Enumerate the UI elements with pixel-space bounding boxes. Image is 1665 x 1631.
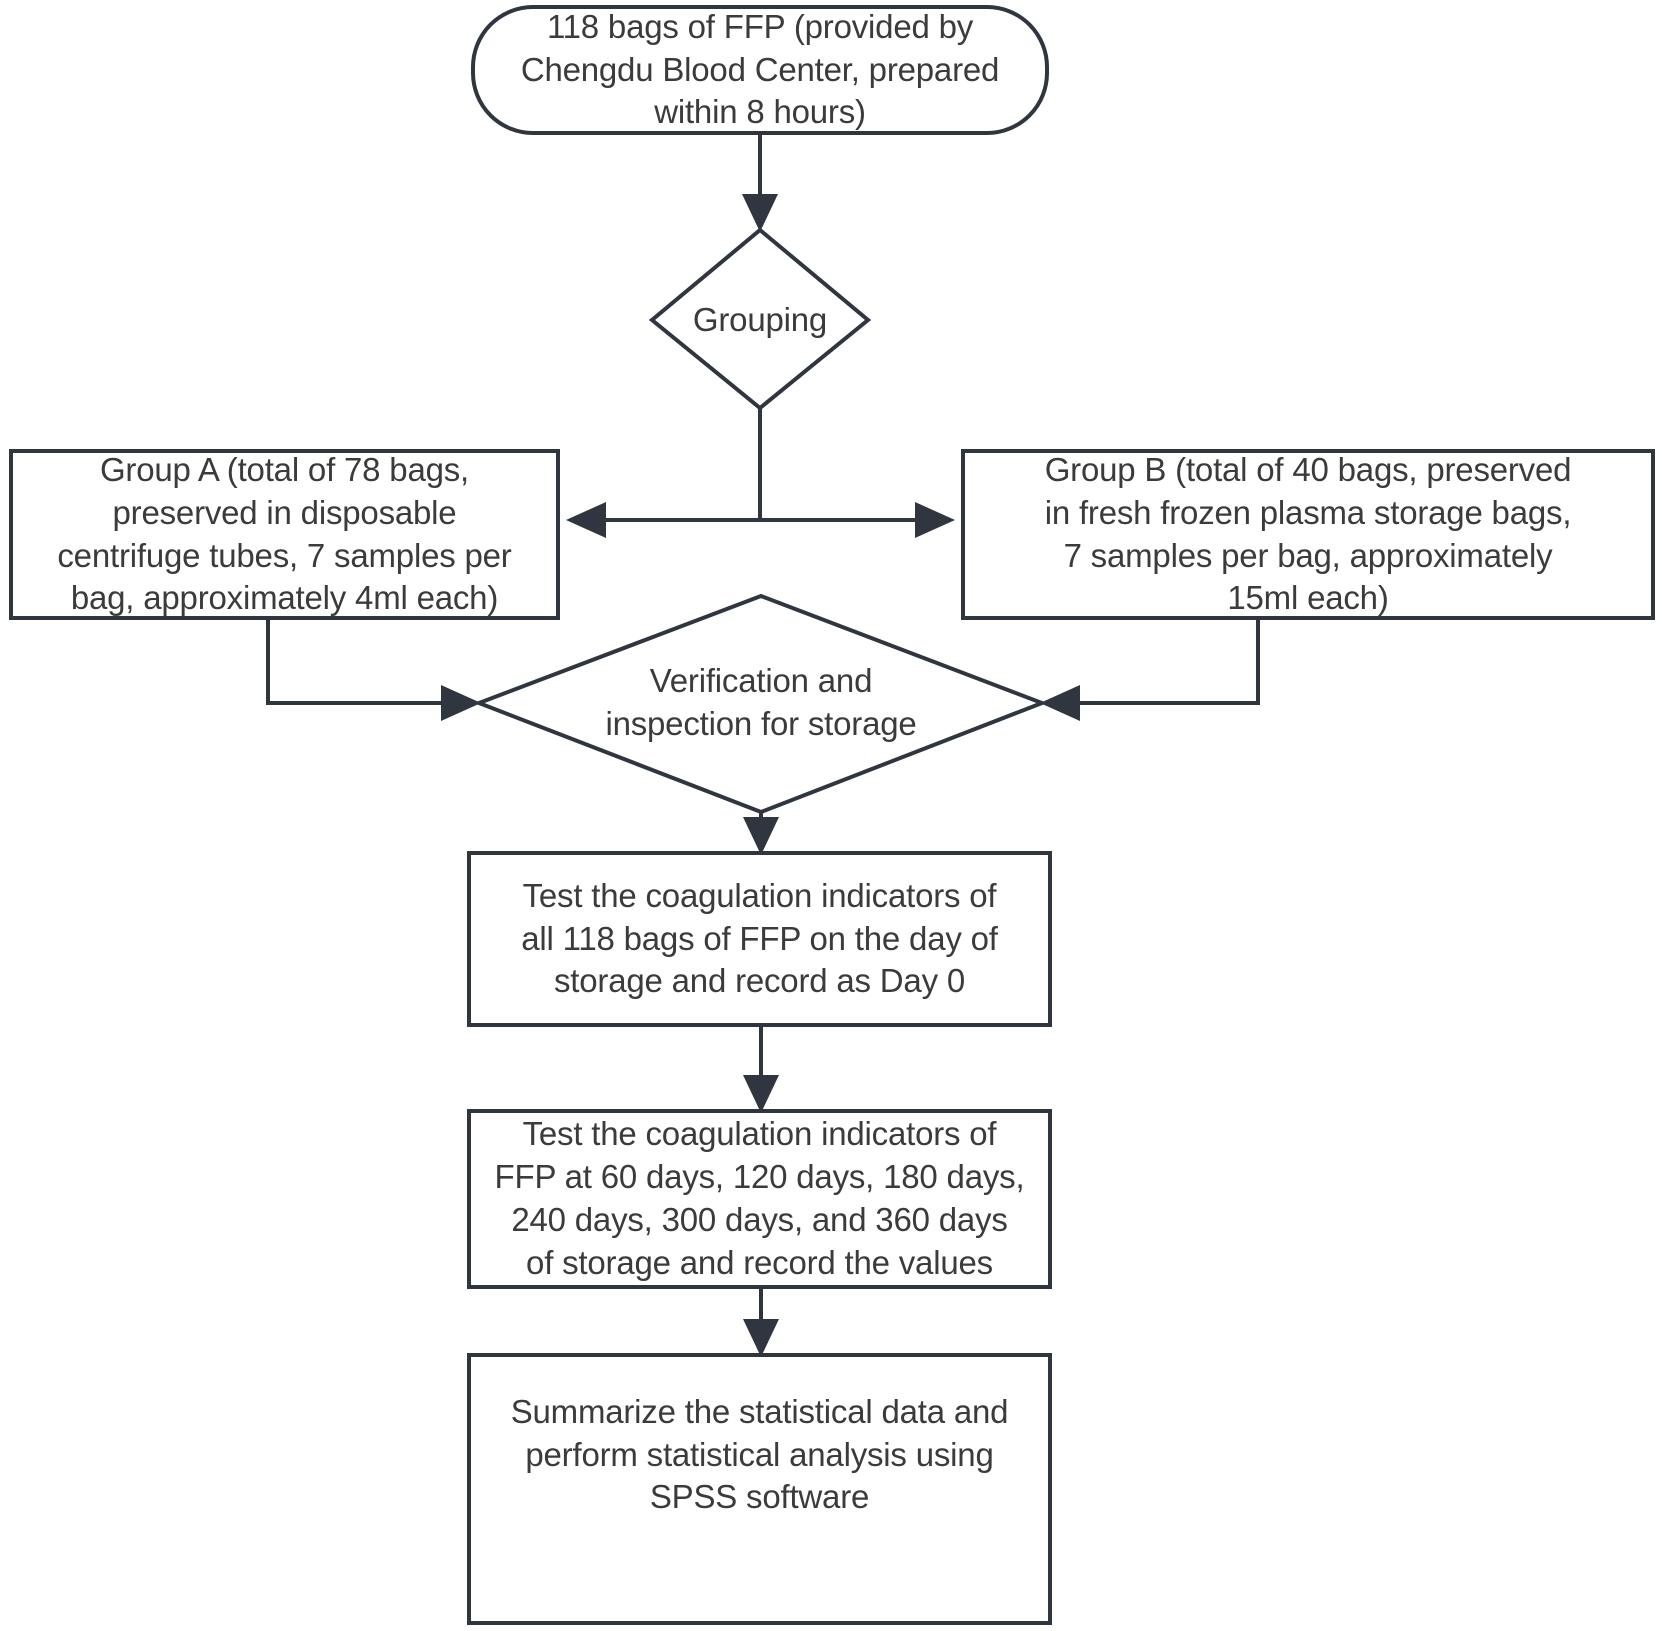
edge-group-b-to-verification [1078, 618, 1260, 705]
node-shape-day-zero-test[interactable] [467, 851, 1052, 1027]
node-shape-analysis[interactable] [467, 1353, 1052, 1625]
arrowhead-group-a-to-verification [441, 685, 481, 721]
node-shape-group-a[interactable] [9, 449, 560, 620]
arrowhead-interval-to-analysis [743, 1319, 779, 1357]
arrowhead-group-b-to-verification [1040, 685, 1080, 721]
node-shape-grouping[interactable] [648, 227, 872, 411]
arrowhead-start-to-grouping [742, 194, 778, 232]
arrowhead-verification-to-day-zero [743, 817, 779, 855]
arrowhead-grouping-to-group-b [915, 502, 955, 538]
arrowhead-grouping-to-group-a [566, 502, 606, 538]
node-shape-verification[interactable] [473, 593, 1048, 815]
node-shape-group-b[interactable] [961, 449, 1655, 620]
edge-group-a-to-verification [266, 618, 443, 705]
node-shape-start[interactable] [471, 5, 1049, 135]
arrowhead-day-zero-to-interval [743, 1075, 779, 1113]
node-shape-interval-test[interactable] [467, 1109, 1052, 1289]
